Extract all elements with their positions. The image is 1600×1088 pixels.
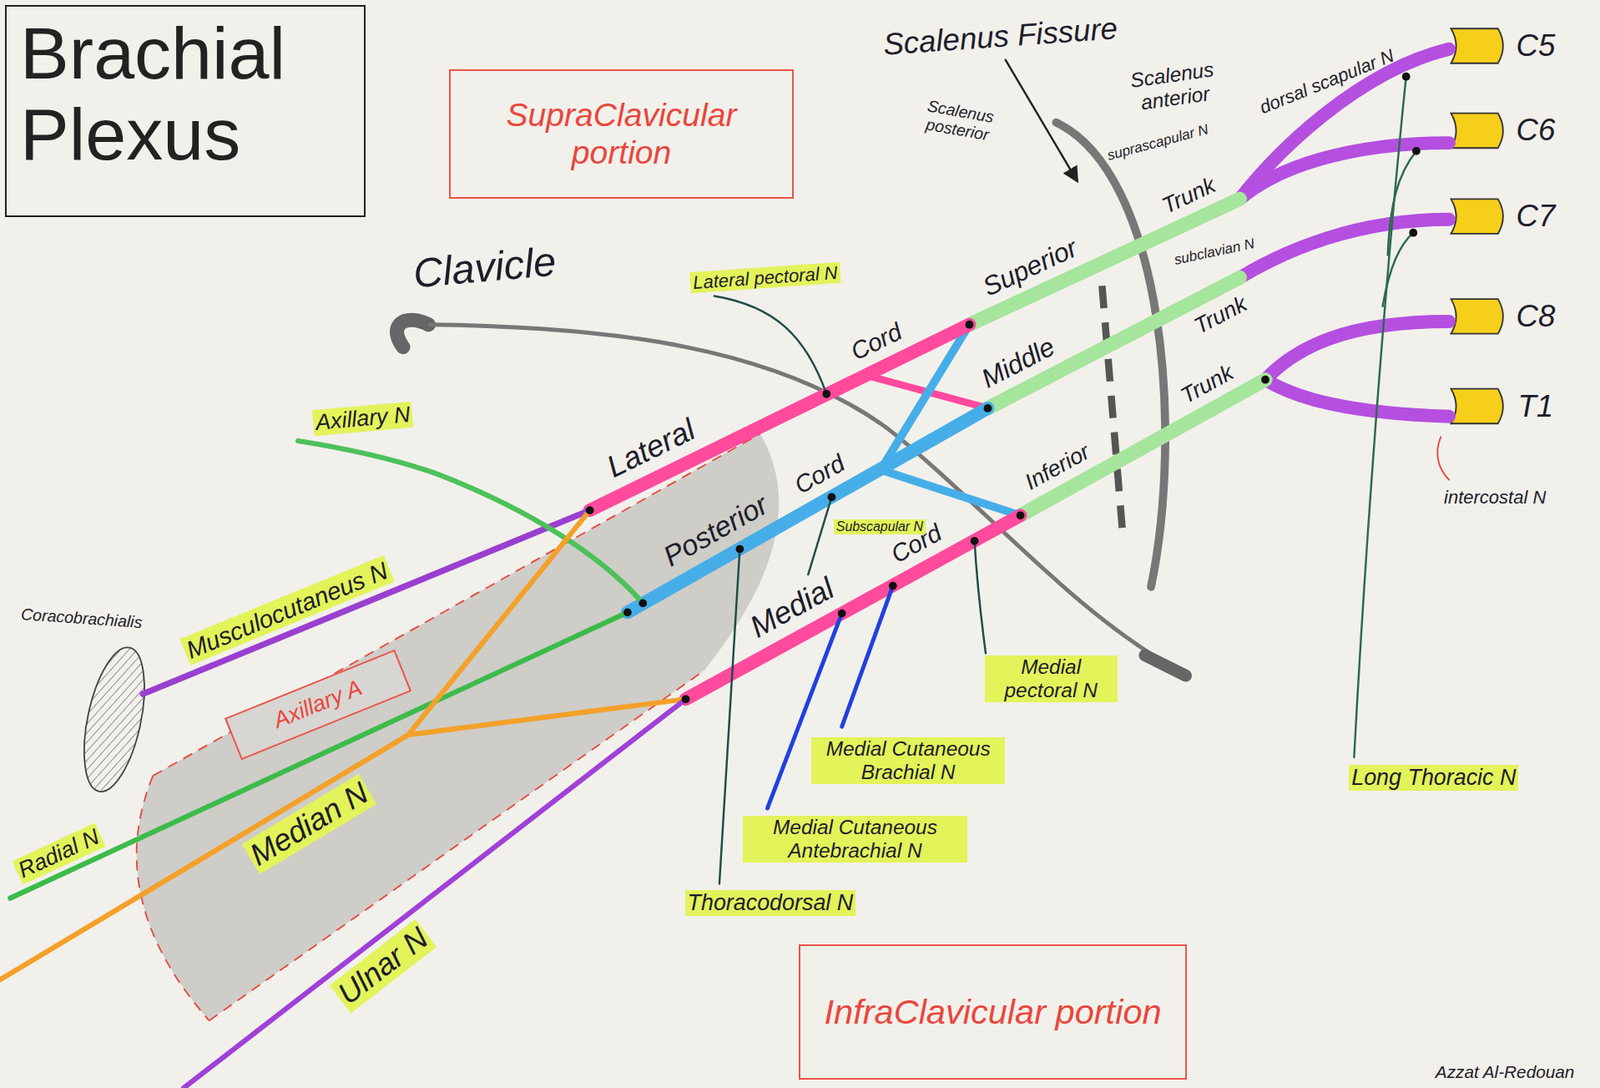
author-signature: Azzat Al-Redouan [1433, 1061, 1578, 1082]
diagram-title: Brachial Plexus [5, 5, 366, 218]
junction-dot [585, 505, 595, 515]
junction-dot [623, 608, 632, 617]
root-ramus [1239, 142, 1449, 199]
clavicle [1145, 655, 1187, 676]
clavicle [397, 319, 430, 347]
division [885, 471, 1020, 516]
root-ramus [1265, 379, 1449, 417]
muscle-label: Coracobrachialis [17, 603, 146, 631]
junction-dot [888, 581, 898, 591]
muscle-label: Scalenus Fissure [879, 10, 1121, 63]
nerve [974, 540, 986, 653]
leader-line [1437, 436, 1449, 480]
root-label: T1 [1514, 388, 1556, 424]
junction-dot [638, 599, 647, 608]
nerve-label: Medial pectoral N [984, 655, 1118, 702]
cord [590, 324, 970, 510]
junction-dot [837, 609, 847, 618]
junction-dot [1402, 72, 1411, 81]
junction-dot [965, 320, 975, 329]
trunk [1020, 379, 1266, 516]
junction-dot [1261, 375, 1270, 384]
spinal-root [1451, 28, 1504, 64]
nerve-label: Medial Cutaneous Brachial N [811, 736, 1005, 784]
junction-dot [1016, 510, 1025, 520]
nerve-label: subclavian N [1170, 234, 1259, 269]
junction-dot [681, 694, 691, 703]
spinal-root [1451, 198, 1504, 234]
nerve-label: intercostal N [1441, 486, 1549, 508]
coracobrachialis-muscle [73, 641, 157, 797]
root-label: C8 [1513, 298, 1558, 334]
nerve [807, 496, 832, 575]
junction-dot [1412, 146, 1421, 156]
nerve [1382, 232, 1414, 307]
clavicle [428, 324, 1184, 674]
muscle-label: Scalenus anterior [1112, 55, 1236, 118]
junction-dot [970, 536, 980, 546]
scalenus-muscle [1055, 122, 1166, 587]
nerve [183, 698, 687, 1088]
root-label: C5 [1513, 28, 1558, 64]
root-ramus [1239, 219, 1449, 278]
region-box: InfraClavicular portion [798, 943, 1187, 1081]
bone-label: Clavicle [408, 237, 561, 298]
nerve-label: Lateral pectoral N [689, 262, 841, 294]
root-ramus [1265, 321, 1449, 380]
muscle-label: Scalenus posterior [908, 93, 1010, 147]
spinal-root [1451, 298, 1504, 334]
region-box: SupraClavicular portion [449, 69, 794, 199]
root-label: C6 [1513, 112, 1558, 148]
nerve [0, 509, 687, 980]
node-text: InfraClavicular portion [824, 991, 1162, 1032]
nerve-label: suprascapular N [1103, 121, 1213, 166]
artery-outline [209, 670, 705, 1020]
scalenus-muscle [1101, 285, 1122, 530]
junction-dot [1408, 228, 1418, 238]
nerve [714, 295, 827, 394]
junction-dot [822, 389, 831, 399]
nerve-label: Thoracodorsal N [685, 889, 857, 916]
nerve-label: Axillary N [311, 401, 414, 436]
nerve [10, 611, 628, 898]
node-text: SupraClavicular portion [460, 96, 783, 172]
junction-dot [984, 403, 993, 413]
root-label: C7 [1513, 198, 1558, 234]
junction-dot [735, 545, 744, 554]
nerve-label: Medial Cutaneous Antebrachial N [742, 815, 968, 863]
junction-dot [827, 492, 837, 501]
nerve-label: Long Thoracic N [1348, 764, 1519, 791]
pointer-arrow [1004, 59, 1078, 182]
nerve [1388, 151, 1417, 256]
spinal-root [1451, 113, 1504, 149]
nerve [1353, 76, 1406, 758]
nerve-label: Musculocutaneus N [180, 555, 395, 665]
artery-outline [152, 433, 760, 775]
nerve [842, 585, 894, 727]
nerve-label: Subscapular N [833, 519, 926, 535]
spinal-root [1451, 388, 1504, 424]
nerve [719, 549, 740, 884]
